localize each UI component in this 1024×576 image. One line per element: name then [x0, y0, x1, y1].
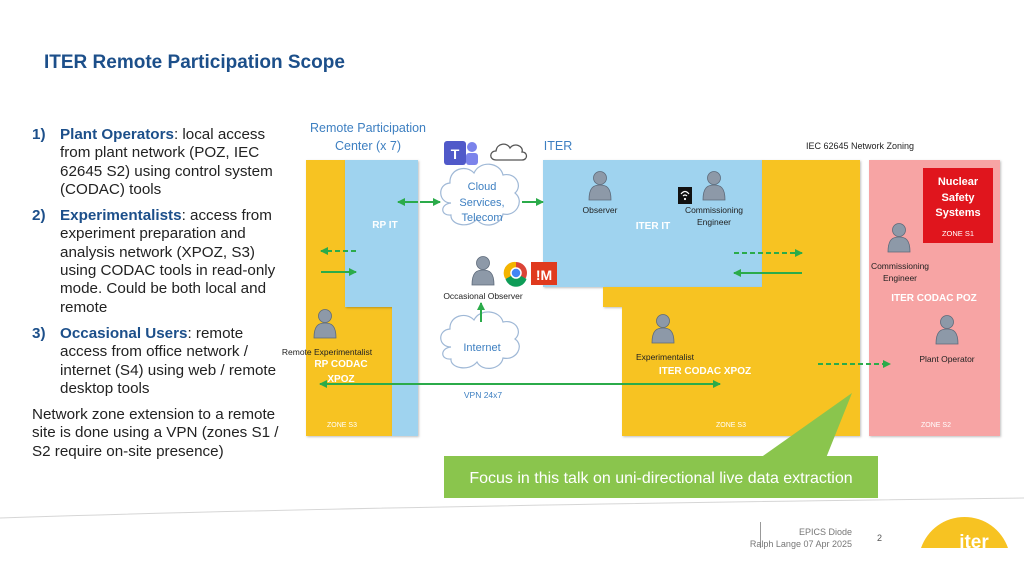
experimentalist-label: Experimentalist — [636, 352, 695, 362]
rp-center-label-1: Remote Participation — [310, 121, 426, 135]
footer-event: EPICS Diode — [798, 527, 852, 537]
item-keyword: Occasional Users — [60, 324, 188, 342]
item-text: : access from experiment preparation and… — [60, 207, 276, 316]
remote-experimentalist-label: Remote Experimentalist — [282, 347, 373, 357]
item-number: 1) — [32, 126, 46, 143]
nss-label-1: Nuclear — [938, 176, 979, 188]
item-keyword: Plant Operators — [60, 126, 174, 143]
focus-callout-pointer — [760, 393, 852, 458]
remote-desktop-icon: !M — [531, 262, 557, 285]
rp-codac-label-1: RP CODAC — [314, 359, 367, 370]
iter-logo: iter — [921, 516, 1008, 553]
commissioning-2-label-2: Engineer — [883, 273, 917, 283]
teams-icon: T — [444, 141, 478, 165]
cloud-label-1: Cloud — [468, 181, 497, 193]
commissioning-label-1: Commissioning — [685, 205, 743, 215]
iter-codac-xpoz-label: ITER CODAC XPOZ — [659, 366, 751, 377]
internet-cloud-shape — [440, 311, 520, 369]
item-number: 2) — [32, 207, 46, 225]
vpn-label: VPN 24x7 — [464, 390, 503, 400]
cloud-services-shape — [440, 163, 520, 226]
scope-list: 1) Plant Operators: local access from pl… — [32, 126, 294, 461]
zone-s1-label: ZONE S1 — [942, 229, 974, 238]
footer-curve — [0, 497, 1024, 519]
observer-label: Observer — [583, 205, 618, 215]
zoning-label: IEC 62645 Network Zoning — [806, 141, 914, 151]
iter-logo-text: iter — [959, 532, 989, 553]
iter-codac-poz-label: ITER CODAC POZ — [891, 293, 977, 304]
nuclear-safety-systems-box — [923, 168, 993, 243]
list-item: 1) Plant Operators: local access from pl… — [32, 126, 294, 199]
commissioning-label-2: Engineer — [697, 217, 731, 227]
footer-author-date: Ralph Lange 07 Apr 2025 — [749, 539, 852, 549]
iter-label: ITER — [544, 139, 572, 153]
rp-codac-label-2: XPOZ — [327, 374, 354, 385]
list-item: 2) Experimentalists: access from experim… — [32, 207, 294, 317]
rp-it-zone — [345, 160, 418, 436]
vpn-note: Network zone extension to a remote site … — [32, 406, 279, 460]
internet-label: Internet — [463, 342, 500, 354]
rp-center-label-2: Center (x 7) — [335, 139, 401, 153]
svg-text:!M: !M — [536, 267, 552, 283]
iter-codac-xpoz-zone — [603, 160, 860, 436]
cloud-label-2: Services, — [459, 197, 504, 209]
commissioning-2-label-1: Commissioning — [871, 261, 929, 271]
footer-divider — [760, 522, 761, 548]
nss-label-2: Safety — [941, 192, 975, 204]
occasional-observer-person-icon — [471, 256, 495, 286]
wifi-icon — [678, 187, 692, 204]
nss-label-3: Systems — [935, 207, 980, 219]
plant-operator-label: Plant Operator — [919, 354, 974, 364]
item-keyword: Experimentalists — [60, 207, 182, 225]
item-text: : remote access from office network / in… — [60, 324, 277, 397]
cloud-outline-icon — [490, 143, 528, 161]
rp-it-label: RP IT — [372, 220, 397, 231]
rp-codac-xpoz-zone — [306, 160, 392, 436]
page-number: 2 — [877, 533, 883, 543]
svg-text:T: T — [451, 146, 460, 162]
iter-it-label: ITER IT — [636, 221, 670, 232]
focus-callout-text: Focus in this talk on uni-directional li… — [469, 470, 852, 487]
item-number: 3) — [32, 324, 46, 342]
zone-s2-label: ZONE S2 — [921, 422, 951, 429]
occasional-observer-label: Occasional Observer — [443, 291, 523, 301]
focus-callout-box — [444, 456, 878, 498]
zone-s3-left-label: ZONE S3 — [327, 422, 357, 429]
list-item: 3) Occasional Users: remote access from … — [32, 325, 294, 398]
cloud-label-3: Telecom — [462, 212, 503, 224]
chrome-icon — [503, 261, 527, 287]
zone-s3-mid-label: ZONE S3 — [716, 422, 746, 429]
page-title: ITER Remote Participation Scope — [44, 52, 345, 73]
item-text: : local access from plant network (POZ, … — [60, 126, 273, 198]
footer-info: EPICS Diode Ralph Lange 07 Apr 2025 — [750, 526, 852, 550]
